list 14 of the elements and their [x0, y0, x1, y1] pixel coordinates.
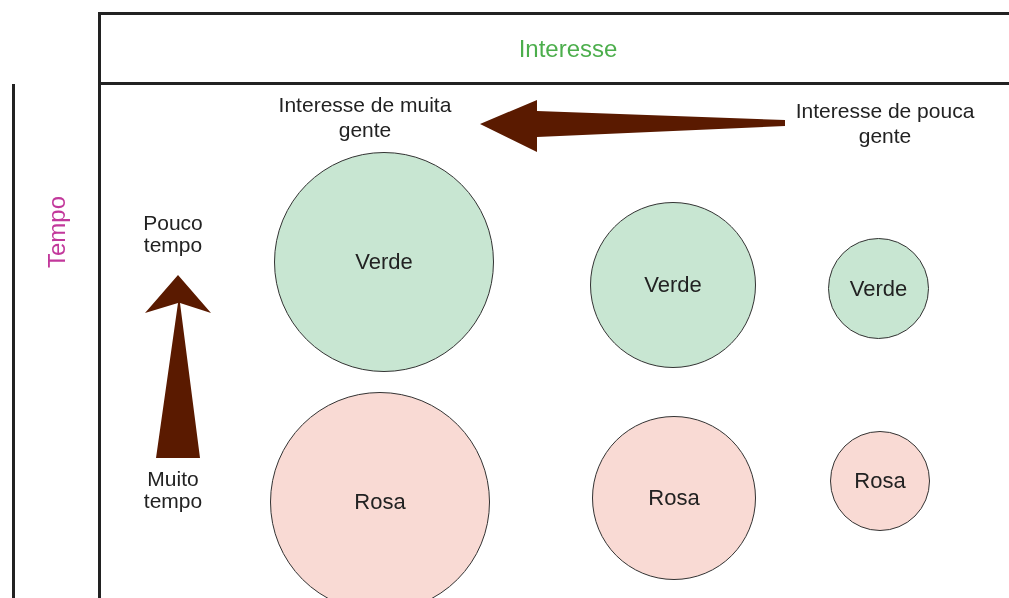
circle-label: Verde: [849, 275, 908, 302]
circle-label: Verde: [355, 249, 413, 275]
circle-label: Rosa: [854, 468, 906, 494]
band-title: Tempo: [42, 196, 71, 269]
circle-label: Rosa: [354, 489, 406, 515]
band-title: Interesse: [518, 34, 618, 63]
circle-label: Verde: [644, 272, 702, 298]
side-band: [12, 84, 101, 598]
axis-label: Pouco tempo: [142, 212, 204, 257]
circle-label: Rosa: [648, 485, 700, 511]
axis-label: Interesse de pouca gente: [794, 98, 976, 149]
axis-label: Interesse de muita gente: [277, 92, 453, 143]
header-band: [98, 12, 1009, 85]
axis-label: Muito tempo: [142, 468, 204, 513]
